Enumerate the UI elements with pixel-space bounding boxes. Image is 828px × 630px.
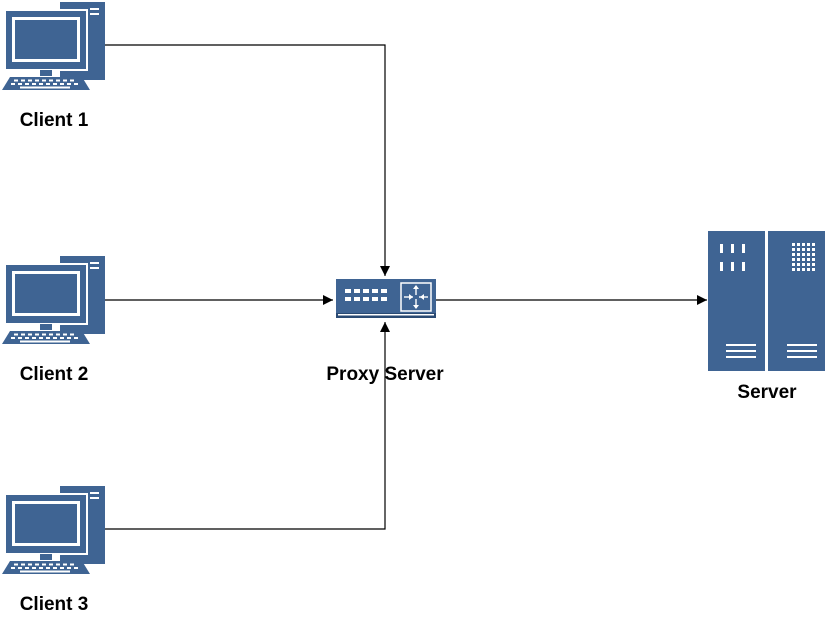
client-1-label: Client 1 [20,110,89,131]
client-1-node: Client 1 [1,1,106,131]
desktop-computer-icon [1,1,106,91]
client-2-node: Client 2 [1,255,106,385]
server-rack-icon [708,231,825,371]
connector-client3-proxy [105,322,390,530]
server-node: Server [708,231,825,403]
proxy-server-node: Proxy Server [326,279,444,385]
proxy-server-label: Proxy Server [326,364,444,385]
switch-router-icon [336,279,436,318]
server-label: Server [737,382,797,403]
desktop-computer-icon [1,255,106,345]
connector-client1-proxy [105,44,390,276]
desktop-computer-icon [1,485,106,575]
client-3-node: Client 3 [1,485,106,615]
client-2-label: Client 2 [20,364,89,385]
client-3-label: Client 3 [20,594,89,615]
